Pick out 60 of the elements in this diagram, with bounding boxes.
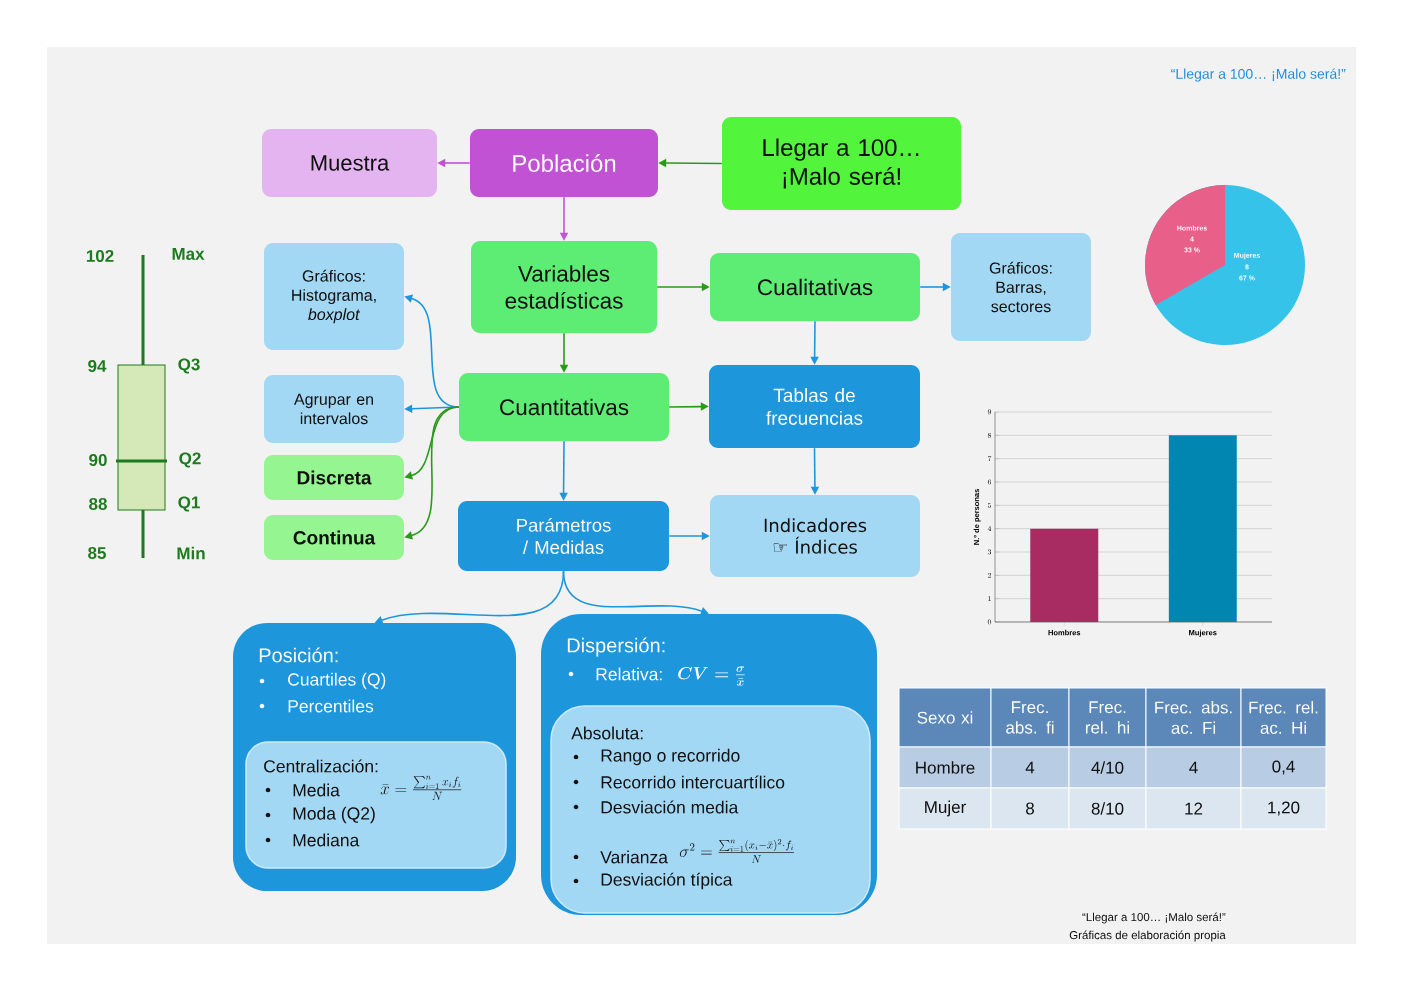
table-cell: 12 — [1145, 787, 1242, 830]
axis-value: 88 — [89, 498, 107, 510]
list-item: Desviación típica — [601, 872, 733, 890]
list-item: Media — [293, 783, 340, 797]
panel-heading: Absoluta: — [571, 726, 643, 740]
quartile-label: Q3 — [178, 358, 200, 374]
quote-text: “Llegar a 100… ¡Malo será!” — [1171, 68, 1346, 82]
list-item: Cuartiles (Q) — [288, 672, 386, 690]
formula: $CV=\frac{\sigma}{\bar{x}}$ — [678, 666, 745, 686]
table-cell: 8 — [990, 787, 1070, 830]
formula: $\bar{x}=\frac{\sum_{i=1}^{n} x_i f_i}{N}$ — [380, 775, 462, 801]
source-note: Gráficas de elaboración propia — [1069, 930, 1226, 942]
concept-box: Agrupar en intervalos — [264, 375, 404, 443]
concept-box: Parámetros / Medidas — [458, 501, 669, 571]
table-cell: 8/10 — [1068, 787, 1147, 830]
concept-box: Cuantitativas — [459, 373, 669, 441]
list-item: Rango o recorrido — [601, 748, 740, 766]
concept-box: Gráficos: Barras, sectores — [951, 233, 1091, 341]
list-item: Relativa: — [596, 667, 662, 681]
axis-value: 85 — [88, 547, 106, 559]
concept-box: Tablas de frecuencias — [709, 365, 920, 448]
concept-box: Muestra — [262, 129, 437, 197]
formula: $\sigma^2=\frac{\sum_{i=1}^{n}(x_i-\bar{x})^2\cdot f_i}{N}$ — [679, 839, 794, 863]
list-item: Varianza — [600, 850, 668, 864]
table-cell: Sexo xi — [898, 687, 992, 748]
panel-heading: Dispersión: — [567, 637, 665, 657]
table-cell: 4/10 — [1068, 746, 1147, 789]
quartile-label: Min — [177, 546, 205, 560]
table-cell: 4 — [990, 746, 1070, 789]
concept-box: Gráficos: Histograma, boxplot — [264, 243, 404, 350]
concept-box: Variables estadísticas — [471, 241, 657, 333]
list-item: Percentiles — [288, 699, 374, 713]
table-cell: 4 — [1145, 746, 1242, 789]
list-item: Desviación media — [601, 800, 739, 814]
axis-value: 102 — [86, 250, 114, 262]
concept-box: Población — [470, 129, 658, 197]
source-note: “Llegar a 100… ¡Malo será!” — [1082, 912, 1226, 924]
table-cell: Frec. abs. fi — [990, 687, 1070, 748]
table-cell: Frec. abs. ac. Fi — [1145, 687, 1242, 748]
table-cell: 1,20 — [1240, 787, 1327, 830]
concept-box: Continua — [264, 515, 404, 560]
axis-value: 90 — [89, 454, 107, 466]
axis-value: 94 — [88, 360, 107, 372]
quartile-label: Max — [172, 248, 205, 260]
list-item: Mediana — [293, 833, 360, 847]
table-cell: Mujer — [898, 787, 992, 830]
panel-heading: Posición: — [259, 647, 338, 663]
concept-box: Discreta — [264, 455, 404, 500]
concept-box: Cualitativas — [710, 253, 920, 321]
concept-box: Llegar a 100… ¡Malo será! — [722, 117, 961, 210]
table-cell: Hombre — [898, 746, 992, 789]
quartile-label: Q2 — [179, 452, 201, 468]
quartile-label: Q1 — [178, 496, 200, 512]
concept-box: Indicadores ☞ Índices — [710, 495, 920, 577]
table-cell: Frec. rel. hi — [1068, 687, 1147, 748]
list-item: Recorrido intercuartílico — [601, 775, 785, 789]
table-cell: 0,4 — [1240, 746, 1327, 789]
table-cell: Frec. rel. ac. Hi — [1240, 687, 1327, 748]
list-item: Moda (Q2) — [293, 806, 375, 824]
panel-heading: Centralización: — [264, 759, 378, 773]
